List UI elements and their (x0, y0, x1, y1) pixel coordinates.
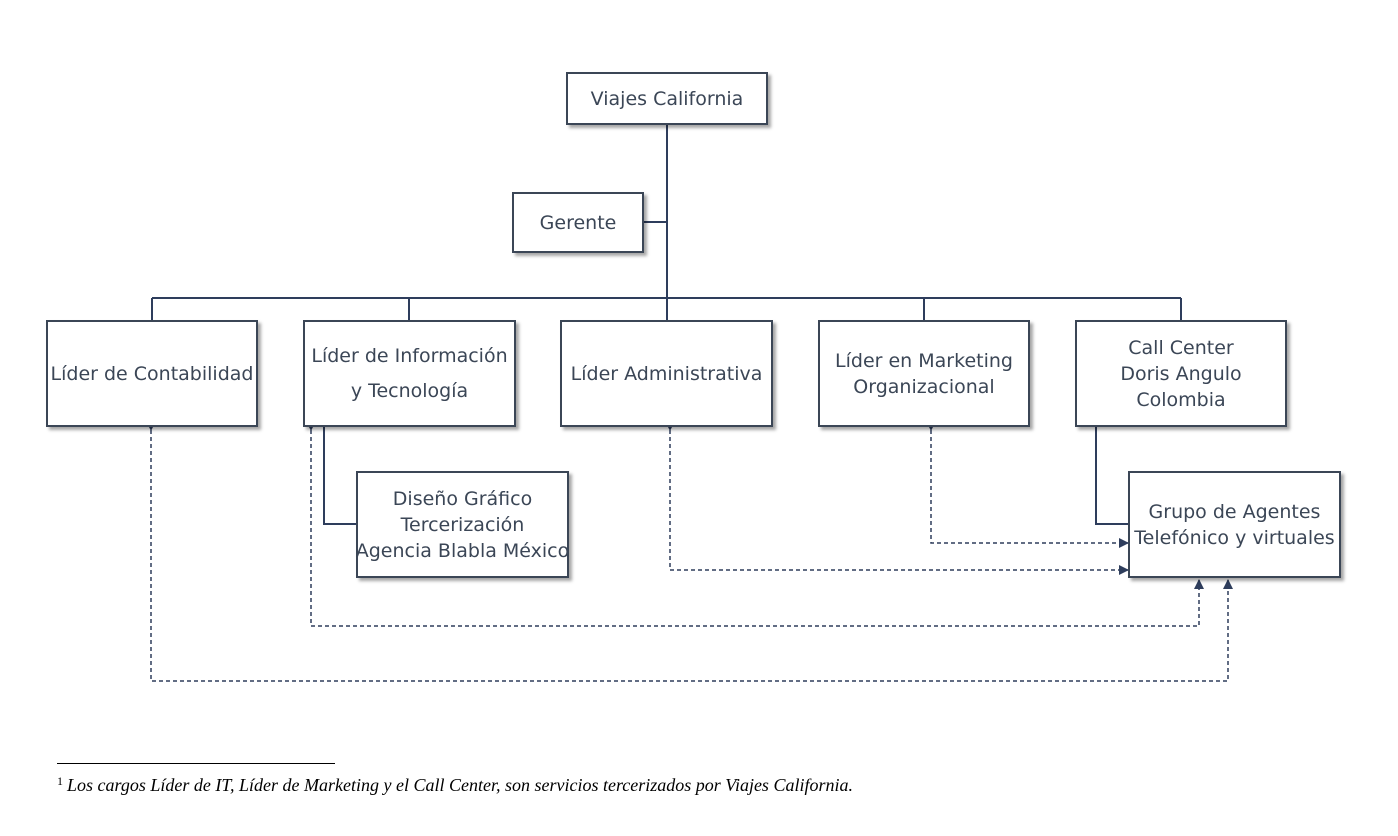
node-label: Gerente (540, 210, 617, 236)
dashed-link-marketing-agentes (926, 421, 1129, 548)
footnote-marker: 1 (57, 774, 63, 788)
connector-informacion-diseno (323, 427, 356, 525)
node-label-line: Call Center (1128, 336, 1234, 359)
footnote-text: Los cargos Líder de IT, Líder de Marketi… (67, 775, 853, 795)
node-label-line: Agencia Blabla México (355, 539, 570, 562)
node-label-line: y Tecnología (350, 379, 469, 402)
connector-callcenter-agentes (1095, 427, 1128, 525)
node-label-line: Líder en Marketing (835, 349, 1013, 372)
node-label-line: Líder Administrativa (570, 362, 763, 385)
dashed-link-contabilidad-agentes (146, 421, 1233, 682)
node-label-line: Grupo de Agentes (1148, 500, 1321, 523)
node-label: Viajes California (591, 86, 744, 112)
node-gerente: Gerente (512, 192, 644, 253)
node-label-line: Colombia (1136, 388, 1226, 411)
node-label-line: Viajes California (590, 87, 744, 110)
node-label: Líder de Contabilidad (51, 361, 254, 387)
node-label-line: Diseño Gráfico (392, 487, 533, 510)
node-label-line: Líder de Información (311, 344, 508, 367)
node-lider-informacion-tecnologia: Líder de Información y Tecnología (303, 320, 516, 427)
footnote: 1 Los cargos Líder de IT, Líder de Market… (57, 774, 853, 796)
node-label: Líder de Información y Tecnología (311, 339, 507, 409)
node-viajes-california: Viajes California (566, 72, 768, 125)
node-label-line: Líder de Contabilidad (50, 362, 254, 385)
footnote-separator (57, 763, 335, 764)
node-lider-administrativa: Líder Administrativa (560, 320, 773, 427)
node-label: Líder Administrativa (571, 361, 763, 387)
node-lider-contabilidad: Líder de Contabilidad (46, 320, 258, 427)
node-label-line: Doris Angulo (1120, 362, 1242, 385)
dashed-link-administrativa-agentes (665, 421, 1129, 575)
node-label-line: Telefónico y virtuales (1134, 526, 1335, 549)
node-label-line: Organizacional (853, 375, 995, 398)
node-label-line: Gerente (539, 211, 617, 234)
node-label-line: Tercerización (400, 513, 525, 536)
